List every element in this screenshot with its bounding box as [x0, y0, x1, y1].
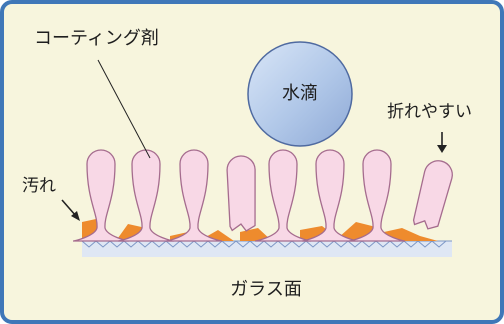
broken-fiber — [227, 156, 258, 232]
dirt-label: 汚れ — [22, 178, 56, 195]
glass-surface-label: ガラス面 — [230, 281, 302, 299]
fragile-label: 折れやすい — [387, 104, 472, 121]
glass-surface — [82, 241, 452, 257]
water-drop-label: 水滴 — [282, 85, 318, 103]
coating-agent-label: コーティング剤 — [34, 30, 159, 48]
